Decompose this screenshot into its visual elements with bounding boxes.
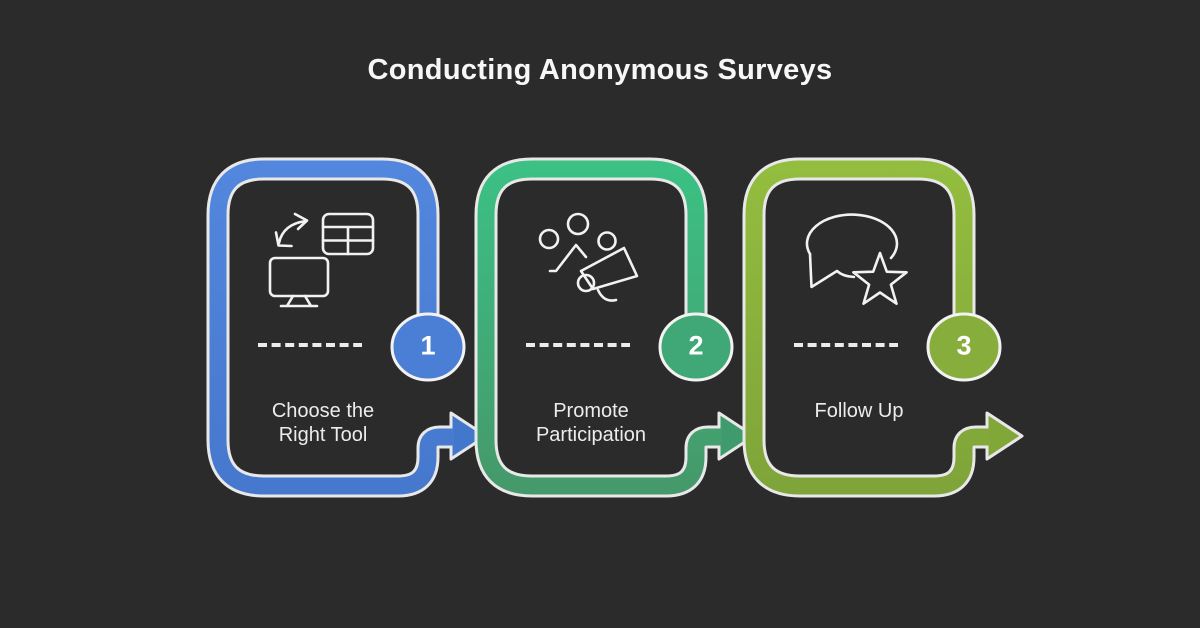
step-card-3 — [742, 157, 1024, 498]
step-track — [745, 160, 990, 495]
step-number-badge — [390, 312, 466, 382]
step-label-line: Choose the — [271, 400, 375, 422]
step-number-3: 3 — [956, 330, 972, 361]
step-track — [209, 160, 454, 495]
step-number-2: 2 — [688, 330, 704, 361]
step-card-2 — [474, 157, 756, 498]
megaphone-crowd-icon — [538, 212, 639, 302]
chat-star-icon — [805, 213, 908, 306]
step-label-line: Follow Up — [814, 400, 904, 422]
step-label-1: Choose the Right Tool — [218, 399, 428, 447]
step-label-2: Promote Participation — [486, 399, 696, 447]
flow-arrow — [985, 411, 1024, 461]
step-number-1: 1 — [420, 330, 436, 361]
step-card-1 — [206, 157, 488, 498]
step-track — [477, 160, 722, 495]
step-number-badge — [926, 312, 1002, 382]
step-label-line: Right Tool — [278, 424, 368, 446]
monitor-table-swap-icon — [268, 212, 375, 308]
step-label-line: Participation — [535, 424, 647, 446]
infographic-title: Conducting Anonymous Surveys — [367, 54, 833, 86]
step-label-line: Promote — [553, 400, 629, 422]
step-label-3: Follow Up — [754, 399, 964, 423]
step-number-badge — [658, 312, 734, 382]
